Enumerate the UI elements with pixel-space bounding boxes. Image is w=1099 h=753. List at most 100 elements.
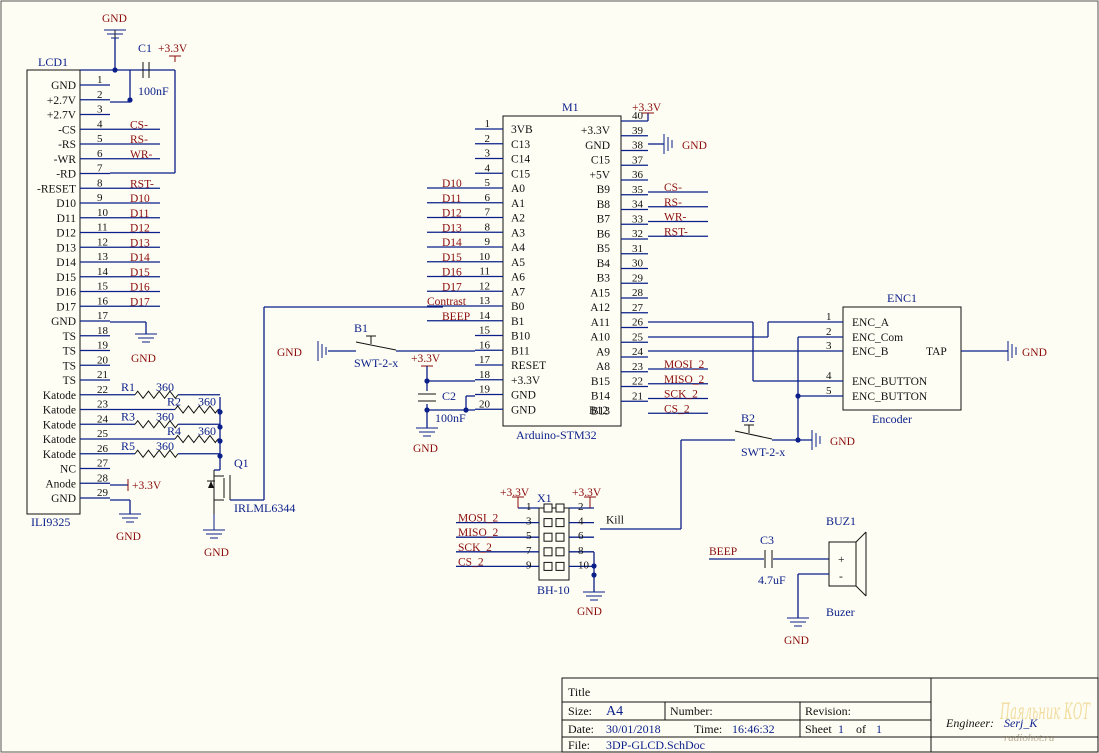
lcd1-pin-name: -RD bbox=[56, 169, 76, 181]
m1-right-pin-number: 29 bbox=[632, 272, 644, 284]
m1-b12-label: B12 bbox=[589, 405, 608, 417]
x1-pin-pad bbox=[543, 532, 553, 542]
lcd1-pin-number: 4 bbox=[97, 118, 103, 130]
lcd1-pin-number: 10 bbox=[97, 207, 109, 219]
lcd1-pin-name: Katode bbox=[43, 449, 76, 461]
resistor-value: 360 bbox=[156, 409, 174, 423]
m1-left-pin-name: A2 bbox=[511, 213, 525, 225]
lcd1-pin-number: 9 bbox=[97, 192, 103, 204]
lcd1-net-label: D16 bbox=[130, 282, 150, 294]
lcd1-pin-number: 3 bbox=[97, 104, 103, 116]
x1-pin-number: 9 bbox=[526, 559, 532, 571]
c3-value: 4.7uF bbox=[758, 573, 786, 587]
enc1-pin-number: 1 bbox=[826, 311, 832, 323]
m1-left-pin-name: C15 bbox=[511, 168, 530, 180]
x1-pin-number: 5 bbox=[526, 530, 532, 542]
lcd1-net-label: D17 bbox=[130, 296, 150, 308]
encoder-wiring bbox=[648, 321, 818, 440]
lcd1-pin-name: D14 bbox=[56, 257, 76, 269]
lcd1-pin-number: 7 bbox=[97, 163, 103, 175]
lcd1-pin-number: 27 bbox=[97, 458, 109, 470]
enc1-pin-name: ENC_BUTTON bbox=[852, 376, 928, 388]
m1-left-pin-number: 15 bbox=[479, 325, 491, 337]
x1-pin-pad bbox=[555, 547, 565, 557]
m1-gnd: GND bbox=[648, 134, 707, 154]
m1-left-pin-name: A7 bbox=[511, 286, 525, 298]
m1-right-pin-name: B9 bbox=[597, 184, 611, 196]
lcd1-pin-number: 2 bbox=[97, 89, 103, 101]
b2-value: SWT-2-x bbox=[741, 445, 785, 459]
lcd1-pin-number: 8 bbox=[97, 177, 103, 189]
tb-time-label: Time: bbox=[694, 722, 722, 736]
m1-value: Arduino-STM32 bbox=[516, 428, 597, 442]
m1-net-label: MOSI_2 bbox=[664, 359, 705, 371]
watermark-logo: Паяльник КОТ bbox=[999, 700, 1091, 725]
lcd1-pin-name: -RESET bbox=[37, 183, 76, 195]
m1-right-pin-number: 28 bbox=[632, 287, 644, 299]
m1-right-pin-number: 37 bbox=[632, 154, 644, 166]
gnd-label-x1: GND bbox=[577, 606, 602, 618]
m1-right-pin-number: 32 bbox=[632, 228, 643, 240]
lcd1-pin-name: Katode bbox=[43, 390, 76, 402]
lcd1-pin-number: 16 bbox=[97, 295, 109, 307]
lcd1-pin-name: -CS bbox=[58, 124, 76, 136]
gnd-label-buz: GND bbox=[784, 635, 809, 647]
enc1-value: Encoder bbox=[872, 412, 912, 426]
m1-net-label: CS- bbox=[664, 182, 682, 194]
m1-right-pin-name: B6 bbox=[597, 228, 611, 240]
tb-date-label: Date: bbox=[568, 722, 594, 736]
tb-time: 16:46:32 bbox=[732, 722, 775, 736]
enc1-pin-name: ENC_BUTTON bbox=[852, 391, 928, 403]
vcc-label-m1: +3.3V bbox=[632, 102, 662, 114]
m1-right-pin-number: 33 bbox=[632, 213, 644, 225]
lcd1-net-label: WR- bbox=[130, 149, 153, 161]
m1-right-pin-number: 25 bbox=[632, 331, 644, 343]
m1-left-pin-number: 2 bbox=[485, 133, 491, 145]
lcd1-pin-name: TS bbox=[63, 331, 76, 343]
x1-pin-pad bbox=[555, 503, 565, 513]
b1-switch: GND B1 SWT-2-x bbox=[277, 321, 475, 370]
x1-net-label: MISO_2 bbox=[458, 527, 499, 539]
m1-left-pin-name: 3VB bbox=[511, 124, 533, 136]
q1-value: IRLML6344 bbox=[234, 501, 295, 515]
m1-left-pin-number: 6 bbox=[485, 192, 491, 204]
x1-pin-number: 6 bbox=[578, 530, 584, 542]
m1-left-pin-name: A6 bbox=[511, 272, 525, 284]
resistor-ref: R3 bbox=[121, 409, 135, 423]
lcd1-pin-number: 5 bbox=[97, 133, 103, 145]
buz1-buzzer: + - BUZ1 Buzer GND bbox=[784, 514, 867, 647]
m1-left-pin-name: C14 bbox=[511, 154, 530, 166]
lcd1-value: ILI9325 bbox=[31, 515, 70, 529]
tb-engineer-label: Engineer: bbox=[945, 716, 994, 730]
lcd1-net-label: D14 bbox=[130, 252, 150, 264]
lcd1-pin-name: +2.7V bbox=[47, 95, 77, 107]
resistor-value: 360 bbox=[156, 380, 174, 394]
m1-left-pin-name: A1 bbox=[511, 198, 525, 210]
m1-net-label: D15 bbox=[442, 252, 462, 264]
x1-pin-number: 2 bbox=[578, 501, 584, 513]
tb-number-label: Number: bbox=[670, 704, 713, 718]
b1-value: SWT-2-x bbox=[354, 356, 398, 370]
m1-left-pin-number: 3 bbox=[485, 148, 491, 160]
m1-left-pin-number: 20 bbox=[479, 398, 491, 410]
tb-file-label: File: bbox=[568, 738, 590, 752]
m1-right-pin-name: B4 bbox=[597, 258, 611, 270]
m1-body bbox=[502, 115, 622, 427]
x1-pin-pad bbox=[543, 518, 553, 528]
x1-pin-pad bbox=[543, 547, 553, 557]
lcd1-pin-name: D15 bbox=[56, 272, 76, 284]
m1-left-pin-number: 7 bbox=[485, 207, 491, 219]
lcd1-pin-name: Katode bbox=[43, 434, 76, 446]
b2-ref: B2 bbox=[741, 411, 755, 425]
buz1-ref: BUZ1 bbox=[826, 514, 856, 528]
title-block: Title Size: A4 Number: Revision: Date: 3… bbox=[561, 677, 1099, 753]
resistor-symbol bbox=[134, 449, 179, 459]
tb-title-label: Title bbox=[568, 685, 590, 699]
lcd1-pin-number: 25 bbox=[97, 428, 109, 440]
lcd1-pin-number: 26 bbox=[97, 443, 109, 455]
